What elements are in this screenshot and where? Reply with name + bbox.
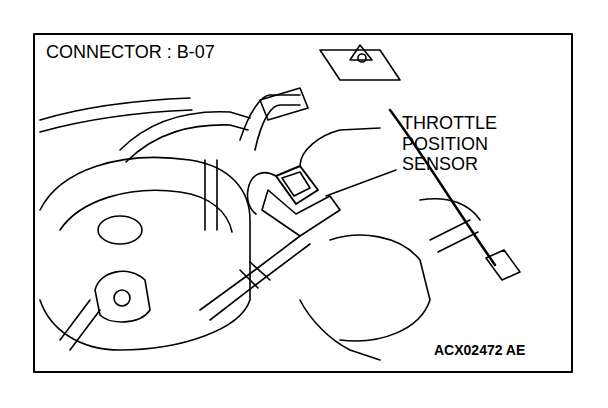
hose xyxy=(430,220,478,252)
connector-code: CONNECTOR : B-07 xyxy=(46,42,215,63)
throttle-body xyxy=(40,157,250,350)
figure-frame xyxy=(34,34,572,372)
housing-edge xyxy=(60,190,232,232)
upper-clip xyxy=(350,45,372,60)
rod-joint xyxy=(240,262,270,288)
edge xyxy=(300,300,380,360)
intake-part xyxy=(330,235,430,341)
tube xyxy=(205,160,217,230)
clip xyxy=(260,88,308,120)
wire xyxy=(240,95,300,140)
bolt xyxy=(114,290,130,306)
sensor-connector xyxy=(276,166,318,204)
rod xyxy=(200,236,310,320)
sensor-body xyxy=(262,190,340,236)
hose xyxy=(420,199,480,220)
pipe xyxy=(40,110,192,132)
cable-end xyxy=(486,250,520,280)
ribs xyxy=(60,300,100,350)
boss xyxy=(98,216,142,244)
upper-mount xyxy=(320,50,400,80)
cable xyxy=(390,110,495,265)
leader-line xyxy=(326,170,396,196)
figure-code: ACX02472 AE xyxy=(434,342,525,358)
bracket xyxy=(95,271,150,322)
pipe xyxy=(126,125,248,162)
pipe xyxy=(120,112,250,150)
part-name: THROTTLE POSITION SENSOR xyxy=(402,113,532,175)
harness xyxy=(300,128,380,166)
connector-face xyxy=(282,172,310,196)
upper-bolt xyxy=(358,54,366,62)
harness xyxy=(247,173,276,214)
